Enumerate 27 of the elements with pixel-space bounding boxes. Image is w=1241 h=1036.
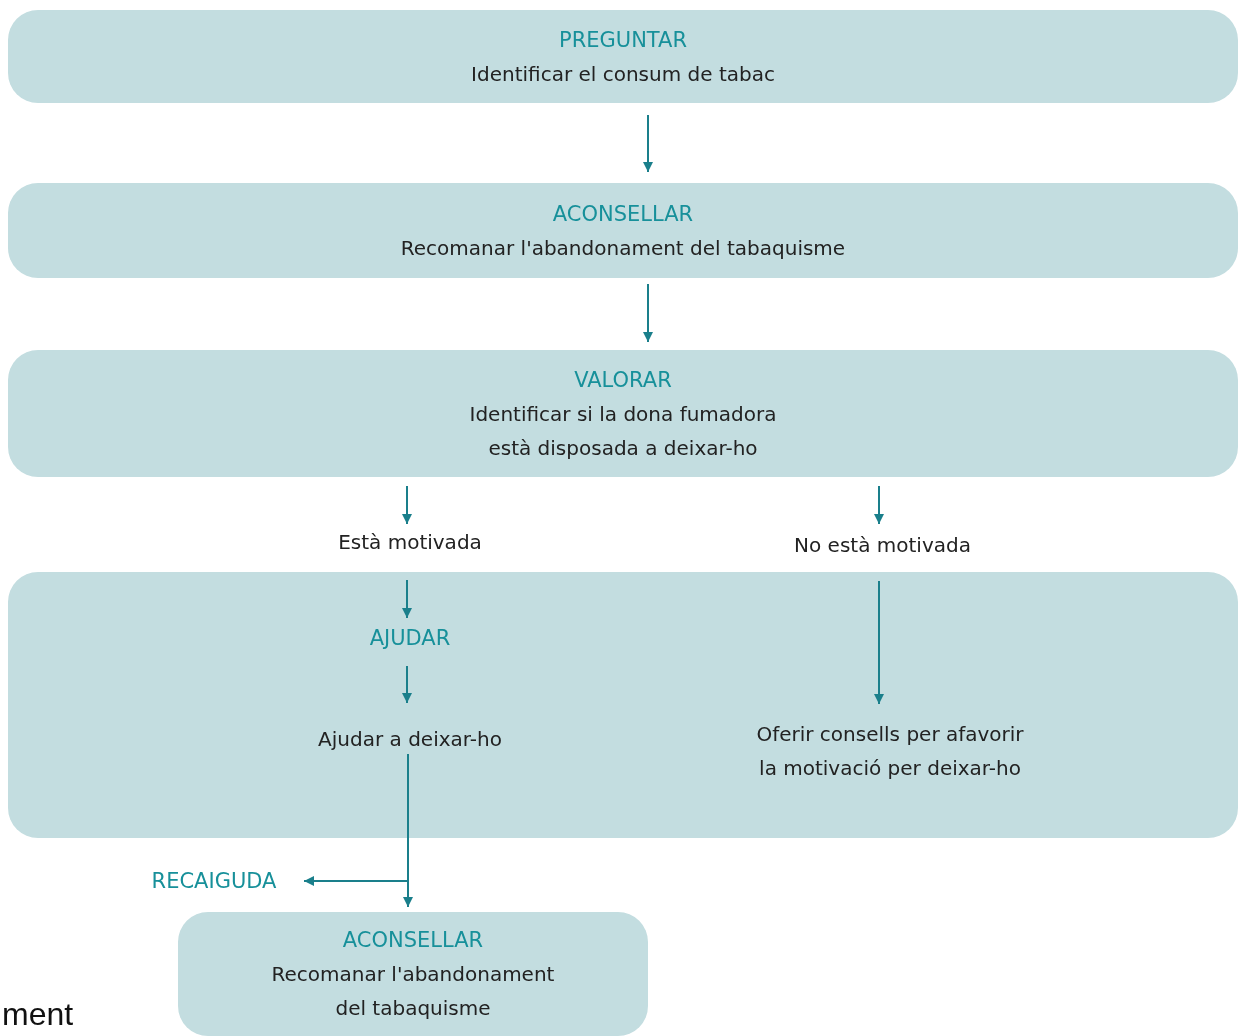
step-text: Recomanar l'abandonament del tabaquisme	[400, 234, 846, 262]
arrow	[402, 665, 412, 704]
arrow	[643, 114, 653, 173]
step-text: Oferir consells per afavorir la motivació per deixar-ho	[755, 721, 1025, 782]
step-text: No està motivada	[794, 532, 971, 559]
step-heading: ACONSELLAR	[552, 200, 694, 228]
process-box	[8, 572, 1238, 838]
step-text: Identificar el consum de tabac	[471, 60, 775, 88]
arrow	[643, 283, 653, 343]
step-text: Identificar si la dona fumadora està disposada a deixar-ho	[468, 400, 778, 462]
arrow	[402, 485, 412, 525]
arrow	[402, 579, 412, 619]
step-heading: VALORAR	[574, 366, 672, 394]
step-heading: PREGUNTAR	[559, 26, 687, 54]
process-box	[8, 183, 1238, 278]
step-heading: AJUDAR	[369, 625, 451, 652]
process-box	[8, 350, 1238, 477]
step-text: Està motivada	[338, 529, 482, 556]
arrow	[874, 485, 884, 525]
step-heading: RECAIGUDA	[151, 868, 277, 895]
text-fragment: ment	[2, 996, 74, 1033]
step-text: Ajudar a deixar-ho	[318, 726, 502, 753]
step-text: Recomanar l'abandonament del tabaquisme	[270, 961, 556, 1022]
process-box	[178, 912, 648, 1036]
arrow	[874, 580, 884, 705]
process-box	[8, 10, 1238, 103]
step-heading: ACONSELLAR	[342, 927, 484, 954]
